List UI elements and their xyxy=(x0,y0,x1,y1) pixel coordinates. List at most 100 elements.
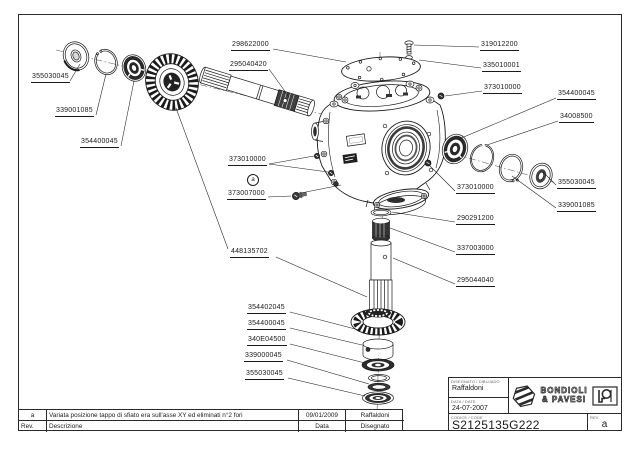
bp-monogram-icon xyxy=(591,385,618,406)
part-label-373007000: 373007000 xyxy=(227,190,266,200)
part-label-295040420: 295040420 xyxy=(229,61,268,71)
designer-label: DISEGNATO / DIBUJADO xyxy=(451,379,500,384)
logo-wordmark: BONDIOLI & PAVESI xyxy=(540,386,588,404)
part-label-354400045: 354400045 xyxy=(80,138,119,148)
date-cell: DATA / DATE 24-07-2007 xyxy=(449,398,509,414)
bearing-right xyxy=(441,133,469,165)
plug-screws xyxy=(314,92,445,187)
date-value: 24-07-2007 xyxy=(452,405,488,412)
bevel-gear-large xyxy=(145,53,199,111)
shim-ring-bottom xyxy=(368,374,390,382)
leader-line xyxy=(275,256,368,298)
leader-line xyxy=(268,155,315,165)
leader-line xyxy=(391,211,456,223)
revision-marker-circle: a xyxy=(247,174,259,186)
bearing-left xyxy=(121,54,147,82)
leader-line xyxy=(389,227,456,253)
leader-line xyxy=(267,195,292,198)
leader-line xyxy=(175,107,229,250)
leader-line xyxy=(486,120,559,146)
seal-cap-left xyxy=(62,41,90,72)
part-label-373010000: 373010000 xyxy=(228,156,267,166)
part-label-354402045: 354402045 xyxy=(247,304,286,314)
snap-ring-bottom xyxy=(367,382,391,392)
part-label-339000045: 339000045 xyxy=(244,352,283,362)
snap-ring-right xyxy=(498,153,524,185)
leader-line xyxy=(511,175,557,209)
part-label-335010001: 335010001 xyxy=(482,62,521,72)
part-label-355030045: 355030045 xyxy=(557,179,596,189)
designer-name: Raffaldoni xyxy=(452,385,484,392)
snap-ring-left xyxy=(94,48,118,76)
part-label-355030045: 355030045 xyxy=(31,73,70,83)
shim-ring-right xyxy=(469,142,495,173)
drawing-code: S2125135G222 xyxy=(452,418,540,432)
rev-table-description-value: Variata posizione tappo di sfiato era su… xyxy=(47,410,299,421)
leader-line xyxy=(444,90,483,97)
part-label-373010000: 373010000 xyxy=(456,184,495,194)
leader-line xyxy=(418,59,482,69)
spacer-sleeve xyxy=(372,217,390,242)
part-label-354400045: 354400045 xyxy=(247,320,286,330)
part-label-295044040: 295044040 xyxy=(456,277,495,287)
leader-line xyxy=(268,68,290,98)
part-label-339001085: 339001085 xyxy=(55,107,94,117)
leader-line xyxy=(289,311,360,331)
title-block: DISEGNATO / DIBUJADO Raffaldoni DATA / D… xyxy=(448,377,622,431)
vent-plug xyxy=(292,191,308,200)
company-logo: BONDIOLI & PAVESI xyxy=(509,378,621,414)
leader-line xyxy=(69,63,81,82)
leader-line xyxy=(272,48,347,63)
code-label: CODICE / CODE xyxy=(451,415,483,420)
part-label-339001085: 339001085 xyxy=(557,202,596,212)
leader-line xyxy=(413,44,480,48)
rev-table-description-header: Descrizione xyxy=(47,421,299,432)
rev-value: a xyxy=(601,419,608,430)
leader-line xyxy=(286,359,370,385)
code-cell: CODICE / CODE S2125135G222 xyxy=(449,414,588,432)
part-label-354400045: 354400045 xyxy=(557,90,596,100)
leader-line xyxy=(120,80,135,147)
leader-line xyxy=(289,343,366,364)
leader-line xyxy=(289,327,363,346)
rev-table-rev-header: Rev. xyxy=(19,421,47,432)
rev-table-rev-value: a xyxy=(19,410,47,421)
leader-line xyxy=(458,97,557,140)
rev-cell: REV. a xyxy=(588,414,621,430)
part-label-373010000: 373010000 xyxy=(483,84,522,94)
part-label-355030045: 355030045 xyxy=(245,370,284,380)
rev-table-date-value: 09/01/2009 xyxy=(299,410,346,421)
bearing-hub-bottom xyxy=(362,338,394,361)
part-label-290291200: 290291200 xyxy=(456,215,495,225)
oring-output xyxy=(370,208,392,217)
striped-hexagon-icon xyxy=(513,384,536,407)
part-label-340E04500: 340E04500 xyxy=(247,336,287,346)
part-label-34008500: 34008500 xyxy=(559,113,594,123)
logo-line1: BONDIOLI xyxy=(540,386,588,395)
designer-cell: DISEGNATO / DIBUJADO Raffaldoni xyxy=(449,378,509,398)
leader-line xyxy=(428,164,456,192)
part-label-298622000: 298622000 xyxy=(231,41,270,51)
cover-plate xyxy=(341,56,421,82)
rev-table-author-value: Raffaldoni xyxy=(346,410,404,421)
leader-line xyxy=(300,184,342,194)
output-shaft xyxy=(369,239,393,319)
gearbox-housing xyxy=(292,80,446,215)
bearing-bottom xyxy=(361,358,395,372)
leader-line xyxy=(392,257,456,285)
leader-line xyxy=(542,171,557,186)
rev-table-author-header: Disegnato xyxy=(360,423,390,430)
seal-cap-bottom xyxy=(362,391,394,405)
part-label-319012200: 319012200 xyxy=(480,41,519,51)
revision-table: a Variata posizione tappo di sfiato era … xyxy=(18,409,404,432)
leader-line xyxy=(268,163,329,173)
date-label: DATA / DATE xyxy=(451,399,476,404)
bevel-gear-small xyxy=(350,308,406,336)
rev-table-date-header: Data xyxy=(299,421,346,432)
leader-line xyxy=(287,377,366,397)
logo-line2: & PAVESI xyxy=(541,394,587,404)
